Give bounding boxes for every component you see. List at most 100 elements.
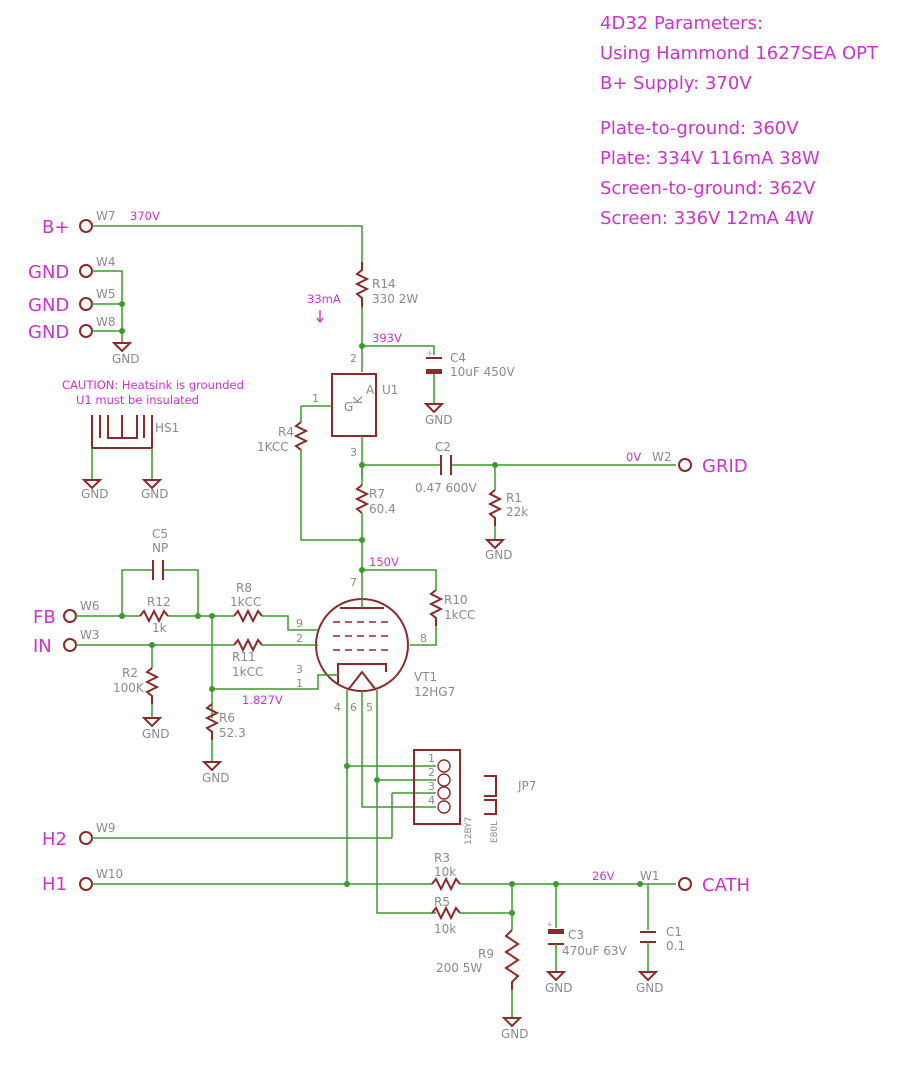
- capacitor-c4: [426, 357, 442, 371]
- u1-a: A: [366, 383, 375, 397]
- capacitor-c5: [152, 560, 164, 580]
- heatsink-hs1: [91, 415, 153, 449]
- vt1-value: 12HG7: [414, 685, 455, 699]
- port-label-fb: FB: [33, 607, 56, 628]
- wire-c4: [362, 345, 435, 355]
- gnd-label-r2: GND: [142, 727, 170, 741]
- capacitor-c4-plate: [426, 369, 442, 374]
- mosfet-u1: [331, 373, 377, 437]
- resistor-r6: [204, 703, 220, 740]
- u1-k: K: [351, 395, 365, 404]
- vt1-grids: [333, 621, 392, 651]
- wire-label-w1: W1: [640, 869, 660, 883]
- port-label-gnd-2: GND: [28, 295, 69, 316]
- resistor-r8: [233, 608, 263, 624]
- r8-value: 1kCC: [230, 595, 261, 609]
- parameter-notes: 4D32 Parameters: Using Hammond 1627SEA O…: [600, 13, 879, 229]
- r1-value: 22k: [506, 505, 528, 519]
- c3-name: C3: [568, 928, 584, 942]
- wire-r10-top: [362, 569, 437, 590]
- capacitor-c3-plate: [548, 929, 564, 934]
- port-h2: [79, 831, 93, 845]
- wire-bplus: [92, 225, 363, 262]
- wire-r8-pin9: [262, 615, 318, 631]
- gnd-label-r1: GND: [485, 548, 513, 562]
- r4-value: 1KCC: [257, 440, 289, 454]
- ground-c1: [637, 971, 659, 982]
- r14-value: 330 2W: [372, 292, 418, 306]
- jp7-name: JP7: [517, 779, 536, 793]
- r2-value: 100K: [113, 681, 145, 695]
- r12-value: 1k: [152, 621, 167, 635]
- vt1-pin-3: 3: [296, 663, 303, 676]
- r9-value: 200 5W: [436, 961, 482, 975]
- r7-value: 60.4: [369, 502, 396, 516]
- wire-label-w9: W9: [96, 821, 116, 835]
- jp7-pad-3: [437, 786, 451, 800]
- wire-label-w10: W10: [96, 867, 123, 881]
- note-line-7: Screen: 336V 12mA 4W: [600, 208, 814, 229]
- ground-r1: [484, 539, 506, 550]
- voltage-150v: 150V: [369, 555, 399, 569]
- r5-value: 10k: [434, 922, 456, 936]
- c4-value: 10uF 450V: [450, 365, 515, 379]
- wire-label-w2: W2: [652, 450, 672, 464]
- ground-r2: [141, 717, 163, 728]
- ground-r9: [501, 1017, 523, 1028]
- vt1-pin-5: 5: [366, 701, 373, 714]
- wire-cathode: [212, 674, 338, 690]
- vt1-pin-7: 7: [350, 576, 357, 589]
- resistor-r1: [487, 489, 503, 526]
- r11-value: 1kCC: [232, 665, 263, 679]
- wire-c5: [121, 569, 199, 616]
- port-h1: [79, 877, 93, 891]
- voltage-393v: 393V: [372, 331, 402, 345]
- gnd-label-r6: GND: [202, 771, 230, 785]
- note-line-1: 4D32 Parameters:: [600, 13, 763, 34]
- r6-value: 52.3: [219, 726, 246, 740]
- port-label-gnd-3: GND: [28, 322, 69, 343]
- note-line-5: Plate: 334V 116mA 38W: [600, 148, 820, 169]
- vacuum-tube-vt1: [315, 598, 409, 692]
- gnd-label-bus: GND: [112, 352, 140, 366]
- capacitor-c2: [440, 455, 452, 475]
- vt1-pin-2: 2: [296, 632, 303, 645]
- c5-value: NP: [152, 541, 168, 555]
- ground-r6: [201, 761, 223, 772]
- port-in: [63, 638, 77, 652]
- u1-name: U1: [382, 383, 398, 397]
- r14-name: R14: [372, 277, 396, 291]
- wire-label-w5: W5: [96, 287, 116, 301]
- r9-name: R9: [478, 947, 494, 961]
- c2-name: C2: [435, 440, 451, 454]
- svg-text:+: +: [426, 349, 434, 359]
- caution-line-1: CAUTION: Heatsink is grounded: [62, 378, 244, 392]
- r10-name: R10: [444, 593, 468, 607]
- vt1-pin-4: 4: [334, 701, 341, 714]
- c1-value: 0.1: [666, 939, 685, 953]
- port-label-cath: CATH: [702, 875, 750, 896]
- vt1-name: VT1: [414, 670, 437, 684]
- ground-c4: [423, 403, 445, 414]
- r8-name: R8: [236, 581, 252, 595]
- gnd-label-r9: GND: [501, 1027, 529, 1041]
- r3-name: R3: [434, 851, 450, 865]
- note-line-4: Plate-to-ground: 360V: [600, 118, 799, 139]
- wire-r4-r7: [300, 450, 362, 541]
- c5-name: C5: [152, 527, 168, 541]
- r4-name: R4: [278, 425, 294, 439]
- jp7-pin-2: 2: [428, 766, 435, 779]
- c3-value: 470uF 63V: [562, 944, 627, 958]
- port-label-in: IN: [33, 636, 52, 657]
- resistor-r10: [428, 589, 444, 626]
- gnd-label-c4: GND: [425, 413, 453, 427]
- svg-text:+: +: [546, 920, 554, 930]
- jp7-pad-4: [437, 800, 451, 814]
- voltage-370v: 370V: [130, 209, 160, 223]
- wire-jp7: [347, 765, 436, 838]
- resistor-r4: [293, 421, 309, 451]
- port-grid: [678, 458, 692, 472]
- wire-pin5: [376, 690, 436, 914]
- port-label-gnd-1: GND: [28, 262, 69, 283]
- voltage-1827v: 1.827V: [242, 693, 283, 707]
